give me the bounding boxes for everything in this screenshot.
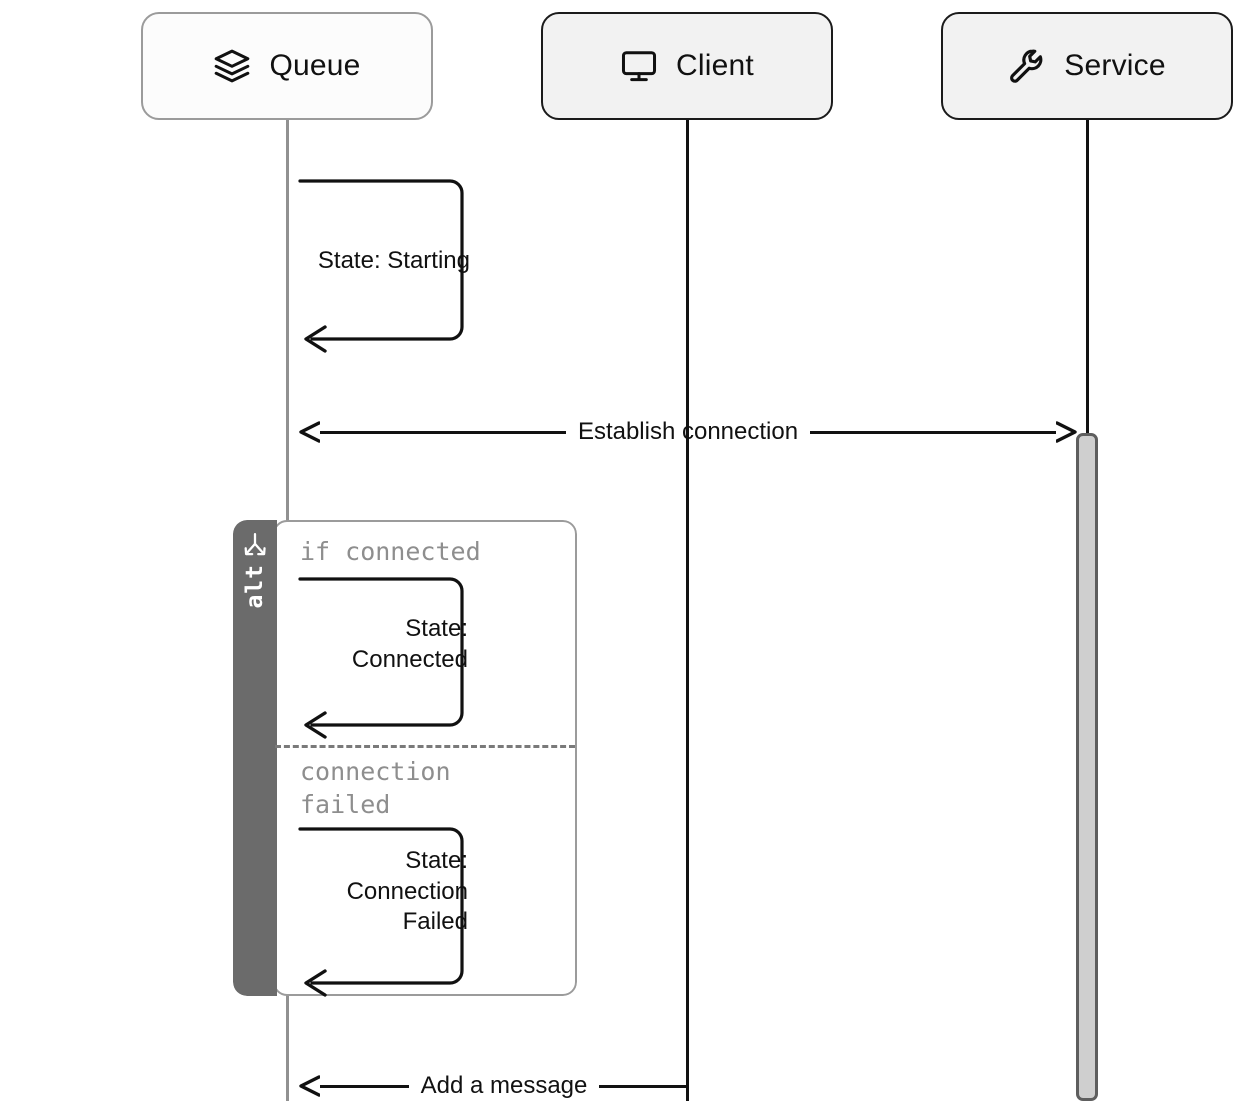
message-line-right-add-a-message — [599, 1084, 688, 1088]
participant-label-client: Client — [676, 49, 754, 82]
message-line-right-establish-connection — [810, 430, 1057, 434]
message-label-establish-connection: Establish connection — [577, 418, 799, 445]
self-message-label-state-starting: State: Starting — [317, 247, 470, 274]
wrench-icon — [1008, 47, 1046, 85]
activation-bar-service — [1076, 433, 1098, 1101]
participant-service[interactable]: Service — [941, 12, 1233, 120]
participant-client[interactable]: Client — [541, 12, 833, 120]
alt-branch-divider — [275, 745, 575, 748]
alt-fragment-operator-label: alt — [241, 564, 268, 609]
arrowhead-right-establish-connection — [1056, 417, 1078, 447]
self-message-state-connected: State: Connected — [298, 576, 478, 739]
self-message-label-state-connection-failed: State: Connection Failed — [346, 847, 468, 936]
participant-label-service: Service — [1064, 49, 1166, 82]
message-line-left-add-a-message — [320, 1084, 409, 1088]
layers-stack-icon — [213, 47, 251, 85]
participant-queue[interactable]: Queue — [141, 12, 433, 120]
message-line-left-establish-connection — [320, 430, 566, 434]
lifeline-client — [686, 120, 689, 1101]
arrowhead-left-establish-connection — [298, 417, 320, 447]
arrowhead-left-add-a-message — [298, 1071, 320, 1101]
branch-condition-connection-failed: connection failed — [300, 757, 451, 819]
branch-condition-if-connected: if connected — [300, 537, 481, 566]
self-message-label-state-connected: State: Connected — [351, 615, 468, 673]
participant-label-queue: Queue — [269, 49, 361, 82]
message-establish-connection: Establish connection — [298, 412, 1078, 452]
alt-fragment-tab[interactable]: alt — [233, 520, 277, 996]
message-add-a-message: Add a message — [298, 1066, 688, 1101]
branch-fork-icon — [242, 532, 268, 558]
message-label-add-a-message: Add a message — [420, 1072, 588, 1099]
self-message-state-starting: State: Starting — [298, 178, 478, 353]
monitor-icon — [620, 47, 658, 85]
self-message-state-connection-failed: State: Connection Failed — [298, 826, 478, 997]
alt-fragment-body — [273, 520, 577, 996]
alt-fragment: alt — [233, 520, 577, 996]
